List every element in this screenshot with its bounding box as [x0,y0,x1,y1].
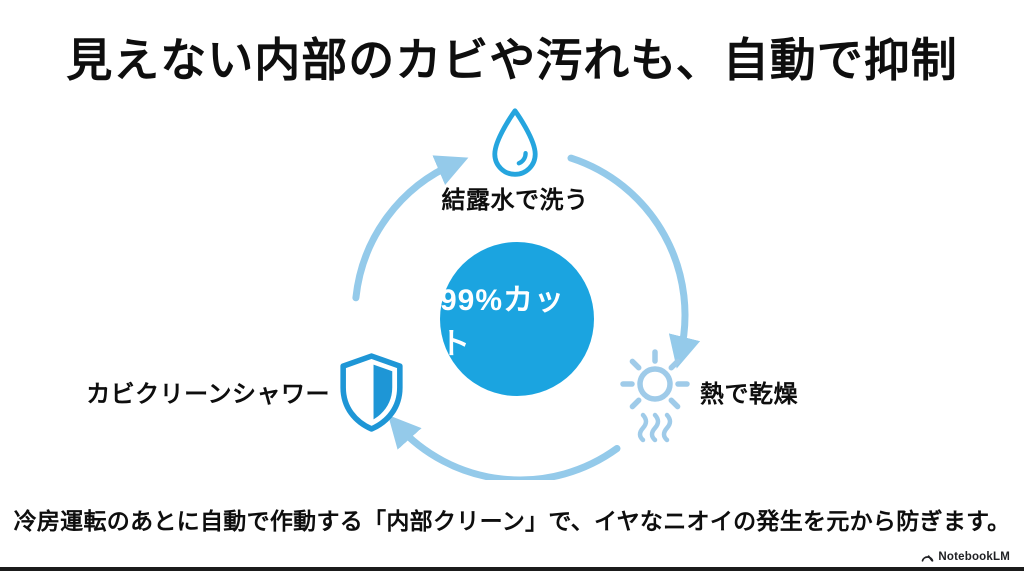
step-label-dry: 熱で乾燥 [700,381,798,408]
arc-drop-to-sun [567,154,701,369]
notebooklm-watermark-text: NotebookLM [938,551,1010,563]
center-badge: 99%カット [440,242,594,396]
slide-title: 見えない内部のカビや汚れも、自動で抑制 [66,34,958,86]
notebooklm-logo-icon [922,554,934,562]
center-badge-label: 99%カット [440,284,566,361]
notebooklm-watermark: NotebookLM [921,549,1010,565]
cycle-arrows [352,154,701,480]
arc-sun-to-shield [388,415,621,480]
step-label-wash: 結露水で洗う [441,187,589,214]
shield-half-icon [340,353,403,432]
slide-description: 冷房運転のあとに自動で作動する「内部クリーン」で、イヤなニオイの発生を元から防ぎ… [13,508,1011,534]
sun-heat-icon [620,349,690,443]
water-drop-icon [492,108,538,177]
step-label-shower: カビクリーンシャワー [86,381,330,408]
arc-shield-to-drop [352,155,469,302]
bottom-edge-bar [0,567,1024,571]
